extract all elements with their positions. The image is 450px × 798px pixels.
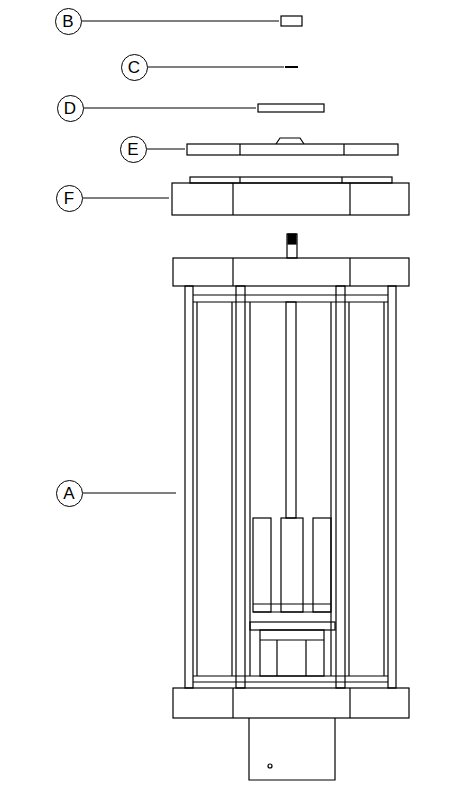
callout-letter: D <box>64 100 76 117</box>
callout-circle: E <box>120 136 147 163</box>
rod-part <box>285 66 298 68</box>
roof-cap <box>172 177 409 215</box>
disc-part <box>258 104 324 112</box>
callout-letter: F <box>64 190 74 207</box>
nut-part <box>281 16 302 26</box>
lantern-body <box>173 234 409 780</box>
callout-circle: F <box>56 185 83 212</box>
callout-circle: A <box>56 480 83 507</box>
callout-letter: A <box>63 485 74 502</box>
callout-circle: B <box>55 8 82 35</box>
callout-circle: C <box>121 54 148 81</box>
leader-lines <box>82 21 284 493</box>
callout-letter: B <box>62 13 73 30</box>
callout-letter: E <box>127 141 138 158</box>
top-plate <box>187 138 398 155</box>
callout-letter: C <box>128 59 140 76</box>
callout-circle: D <box>57 95 84 122</box>
